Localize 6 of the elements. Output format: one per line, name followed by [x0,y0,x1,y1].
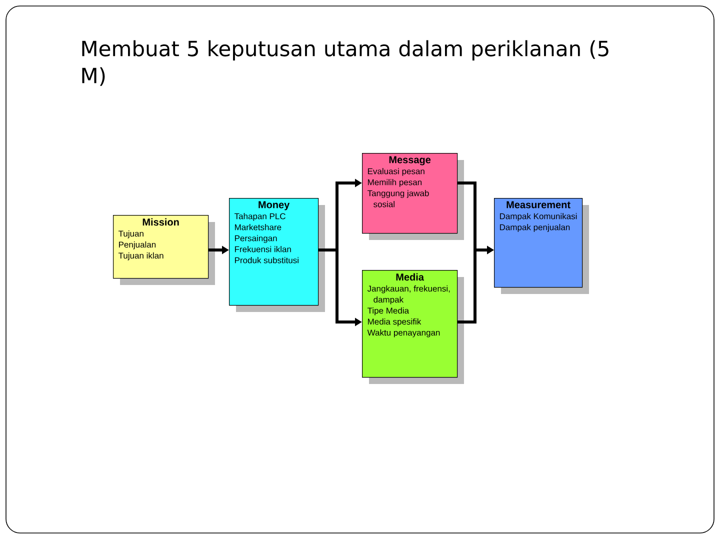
process-box: Message Evaluasi pesan Memilih pesan Tanggung jawab sosial [362,153,464,240]
process-box: Measurement Dampak Komunikasi Dampak penjualan [494,198,589,294]
slide-title: Membuat 5 keputusan utama dalam periklanan (5 M) [82,40,608,86]
process-box: Mission Tujuan Penjualan Tujuan iklan [113,215,215,285]
process-box: Media Jangkauan, frekuensi, dampak Tipe Media Media spesifik Waktu penayangan [362,270,464,384]
process-box: Money Tahapan PLC Marketshare Persaingan Frekuensi iklan Produk substitusi [229,198,325,312]
